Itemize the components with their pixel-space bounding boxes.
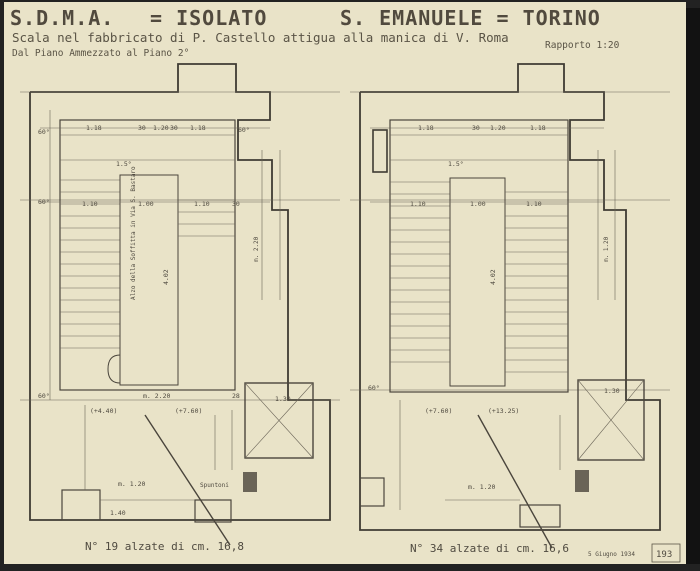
left-side-dim: m. 2.20 [253, 236, 260, 262]
left-dim-row-2: 1.10 [82, 200, 98, 208]
left-length: 4.02 [162, 269, 170, 285]
left-label-passage: Spuntoni [200, 482, 229, 489]
right-plan: 1.18 30 1.20 1.18 1.10 1.00 1.10 1.5° 4.… [350, 63, 670, 555]
left-dim-top-5: 30 [170, 124, 178, 132]
left-dim-top-1: 60° [38, 128, 50, 136]
right-width-dim: m. 1.20 [468, 483, 495, 491]
right-level-b: (+13.25) [488, 407, 519, 415]
left-note: Alzo della Soffitta in Via S. Bastaro [130, 166, 137, 300]
dark-edge [686, 8, 700, 564]
title-right: S. EMANUELE = TORINO [340, 6, 601, 30]
right-column-hatch [575, 470, 589, 492]
right-dim-row-2: 1.00 [470, 200, 486, 208]
left-caption: N° 19 alzate di cm. 16,8 [85, 540, 244, 553]
left-width-dim2: 1.40 [110, 509, 126, 517]
left-dim-top-7: 60° [238, 126, 250, 134]
right-lift-shaft [577, 379, 645, 461]
right-dim-row-4: 1.5° [448, 160, 464, 168]
sheet-number-box [651, 543, 681, 563]
left-dim-row-5: 30 [232, 200, 240, 208]
left-dim-row-1: 60° [38, 198, 50, 206]
right-caption: N° 34 alzate di cm. 16,6 [410, 542, 569, 555]
left-dim-top-6: 1.18 [190, 124, 206, 132]
left-lift-shaft [244, 382, 314, 459]
paper [4, 2, 686, 564]
left-dim-bottom-2: m. 2.20 [143, 392, 170, 400]
right-dim-top-3: 1.20 [490, 124, 506, 132]
title-left: S.D.M.A. [10, 6, 114, 30]
left-dim-row-4: 1.10 [194, 200, 210, 208]
left-level-a: (+4.40) [90, 407, 117, 415]
left-outer-wall [29, 63, 331, 521]
left-level-b: (+7.60) [175, 407, 202, 415]
right-flight-treads-left [178, 199, 235, 237]
left-dim-row-6: 1.5° [116, 160, 132, 168]
right-level-a: (+7.60) [425, 407, 452, 415]
left-dim-bottom-4: 1.30 [275, 395, 291, 403]
left-plan: 60° 1.18 30 1.20 30 1.18 60° 60° 1.10 1.… [20, 63, 340, 553]
right-length: 4.02 [489, 269, 497, 285]
right-dim-bottom-1: 60° [368, 384, 380, 392]
left-dim-row-3: 1.00 [138, 200, 154, 208]
sheet-number: 193 [656, 550, 672, 560]
left-dim-top-2: 1.18 [86, 124, 102, 132]
left-dim-bottom-1: 60° [38, 392, 50, 400]
left-dim-top-3: 30 [138, 124, 146, 132]
left-width-dim: m. 1.20 [118, 480, 145, 488]
right-dim-top-1: 1.18 [418, 124, 434, 132]
subtitle: Scala nel fabbricato di P. Castello atti… [12, 30, 509, 45]
date-label: 5 Giugno 1934 [588, 551, 635, 558]
left-dim-top-4: 1.20 [153, 124, 169, 132]
right-dim-row-1: 1.10 [410, 200, 426, 208]
left-flight-treads [60, 179, 120, 349]
right-side-dim: m. 1.20 [603, 236, 610, 262]
floors-label: Dal Piano Ammezzato al Piano 2° [12, 48, 189, 59]
right-dim-top-4: 1.18 [530, 124, 546, 132]
right-outer-wall [359, 63, 661, 531]
right-dim-top-2: 30 [472, 124, 480, 132]
right-flight-treads-b [505, 191, 568, 373]
right-dim-bottom-2: 1.30 [604, 387, 620, 395]
right-dim-row-3: 1.10 [526, 200, 542, 208]
left-dim-bottom-3: 28 [232, 392, 240, 400]
title-mid: = ISOLATO [150, 6, 267, 30]
left-column-hatch [243, 472, 257, 492]
scale-label: Rapporto 1:20 [545, 40, 620, 51]
right-flight-treads-a [390, 181, 450, 363]
